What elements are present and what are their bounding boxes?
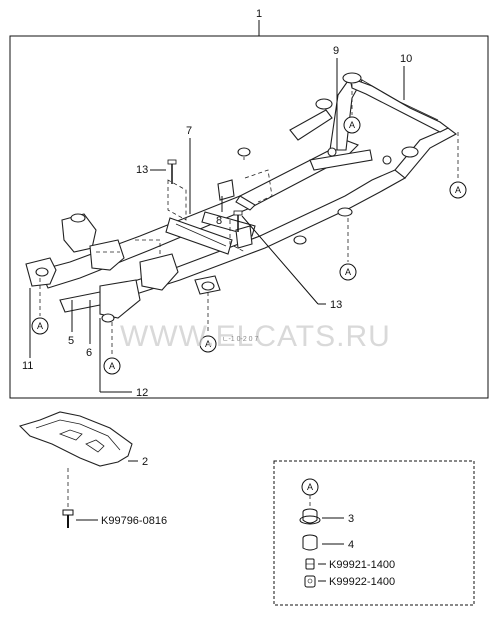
mount-marker-a: A [103,322,121,375]
callout-13-right: 13 [330,299,342,311]
watermark: WWW.ELCATS.RU [120,320,391,353]
callout-8: 8 [216,215,222,227]
callout-6: 6 [86,347,92,359]
callout-3: 3 [348,513,354,525]
callout-10: 10 [400,53,412,65]
body-mount-upper [299,508,321,525]
mount-a-label: A [37,321,43,331]
nut-2 [304,575,316,588]
skid-bolt-part-number: K99796-0816 [101,515,167,527]
mount-marker-a: A [343,84,361,134]
callout-7: 7 [186,125,192,137]
bolt-13-right [233,210,243,232]
mount-marker-a: A [199,292,217,353]
nut-1-part-number: K99921-1400 [329,559,395,571]
skid-bolt [62,509,74,528]
nut-1 [305,558,315,570]
skid-plate [18,411,133,467]
mount-legend-box [273,460,475,606]
bolt-13-left [167,159,177,184]
body-mount-lower [302,534,318,551]
nut-2-part-number: K99922-1400 [329,576,395,588]
mount-marker-a: A [449,132,467,199]
callout-9: 9 [333,45,339,57]
mount-marker-a: A [31,278,49,335]
callout-5: 5 [68,335,74,347]
legend-a-label: A [307,482,313,492]
callout-12: 12 [136,387,148,399]
mount-a-label: A [205,339,211,349]
callout-2: 2 [142,456,148,468]
mount-marker-a: A [339,218,357,281]
callout-1: 1 [256,8,262,20]
mount-a-label: A [349,120,355,130]
diagram-code: ㄴ-1 0-2 0 7 [222,336,259,343]
callout-4: 4 [348,539,354,551]
legend-mount-marker: A [301,478,319,496]
chassis-frame [25,72,458,323]
callout-13-left: 13 [136,164,148,176]
mount-a-label: A [455,185,461,195]
callout-11: 11 [22,360,33,372]
assembly-box [9,35,489,399]
mount-a-label: A [345,267,351,277]
mount-a-label: A [109,361,115,371]
